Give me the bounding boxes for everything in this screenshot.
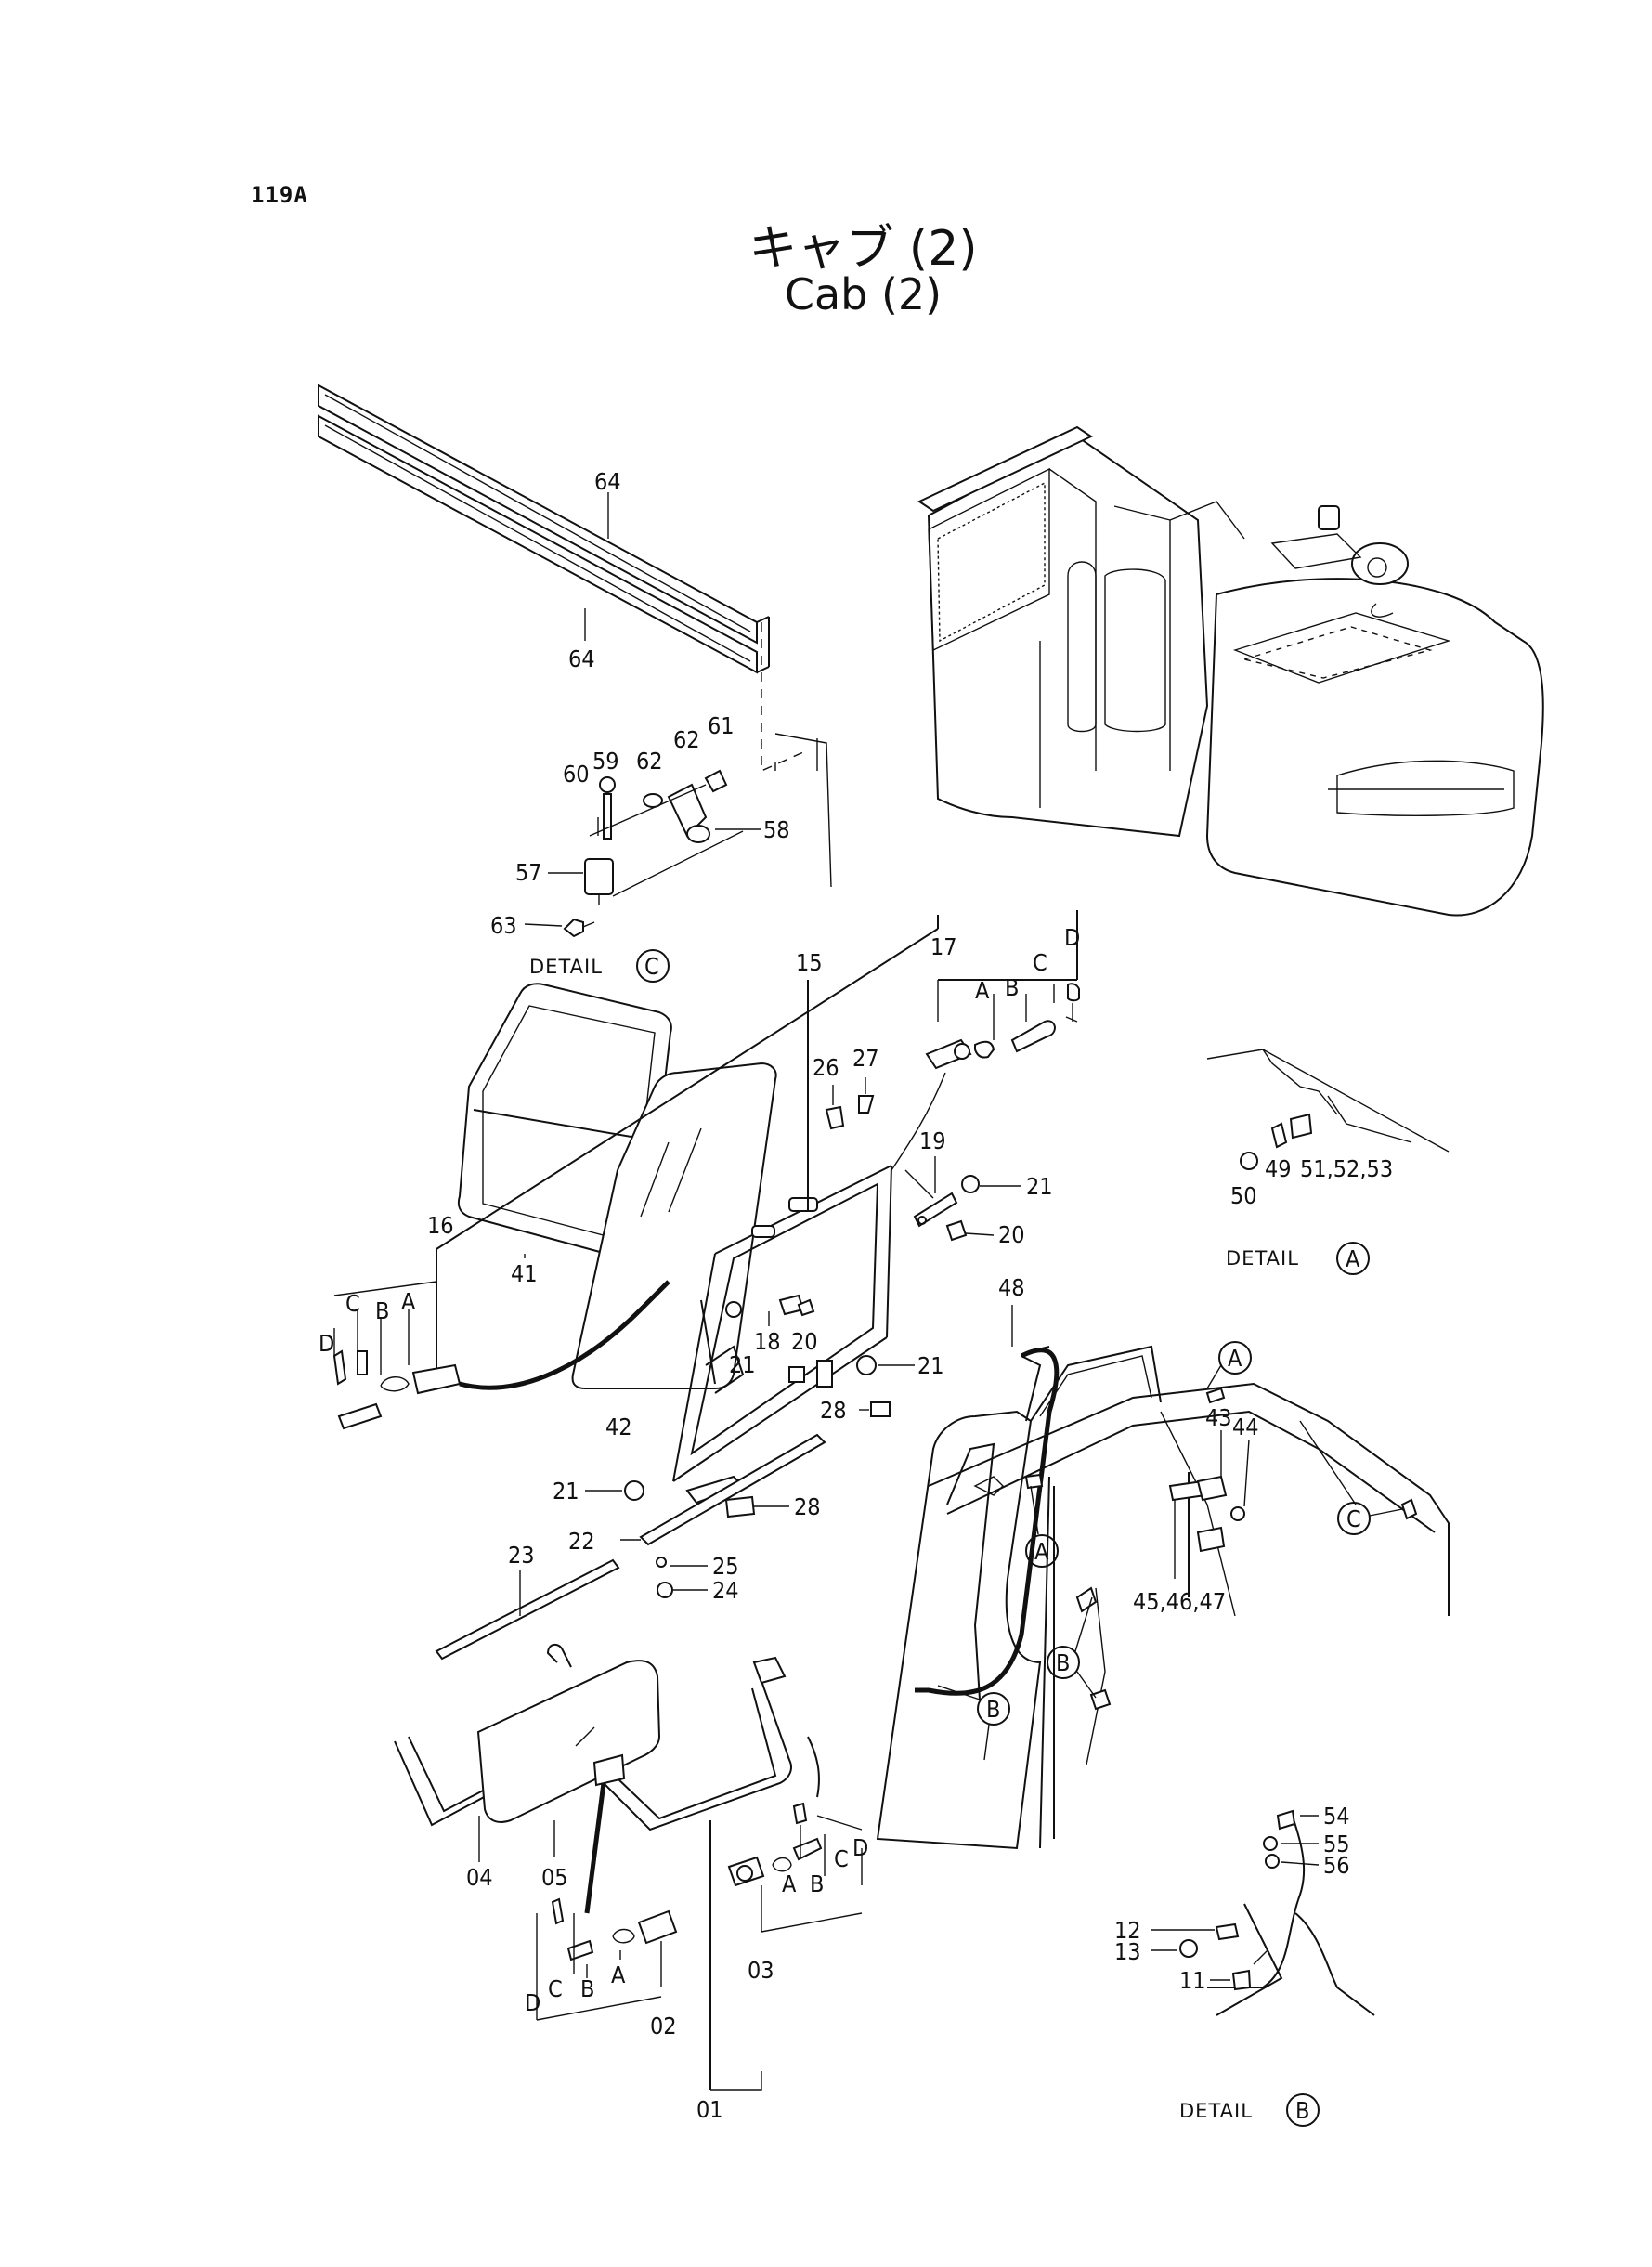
- callout-18: 18: [754, 1328, 781, 1355]
- callout-60: 60: [563, 761, 590, 788]
- latch-17-label-d: D: [1064, 924, 1080, 951]
- callout-13: 13: [1114, 1938, 1141, 1965]
- latch-17-label-a: A: [975, 977, 990, 1004]
- latch-part-16: [332, 1280, 670, 1430]
- title-japanese: キャブ (2): [748, 221, 978, 277]
- callout-61: 61: [708, 712, 735, 739]
- callout-15: 15: [796, 949, 823, 976]
- detail-a-marker-top: A: [1228, 1345, 1242, 1372]
- callout-56: 56: [1323, 1852, 1350, 1879]
- callout-41: 41: [511, 1260, 538, 1287]
- callout-28-lower: 28: [794, 1493, 821, 1520]
- callout-45-46-47: 45,46,47: [1133, 1588, 1226, 1615]
- callout-64-lower: 64: [568, 645, 595, 672]
- callout-16: 16: [427, 1212, 454, 1239]
- latch-03-label-c: C: [834, 1845, 849, 1872]
- latch-16-label-a: A: [401, 1288, 416, 1315]
- detail-b-parts: [1179, 1809, 1375, 2016]
- callout-04: 04: [466, 1864, 493, 1891]
- callout-21-upper: 21: [1026, 1173, 1053, 1200]
- latch-02-label-d: D: [525, 1989, 540, 2016]
- cab-structure: [928, 1345, 1450, 1849]
- callout-43: 43: [1205, 1404, 1232, 1431]
- latch-02-label-b: B: [580, 1975, 594, 2002]
- latch-16-label-c: C: [345, 1290, 360, 1317]
- latch-16-label-b: B: [375, 1297, 389, 1324]
- latch-part-17: [891, 983, 1080, 1171]
- excavator-overview: [917, 425, 1544, 917]
- callout-20-upper: 20: [998, 1221, 1025, 1248]
- callout-21-lower: 21: [553, 1478, 579, 1505]
- callout-54: 54: [1323, 1803, 1350, 1830]
- callout-49: 49: [1265, 1155, 1292, 1182]
- detail-a-label: DETAIL: [1226, 1247, 1299, 1270]
- callout-26: 26: [813, 1054, 839, 1081]
- latch-03-label-b: B: [810, 1870, 824, 1897]
- callout-42: 42: [605, 1414, 632, 1440]
- door-body-48: [876, 1346, 1060, 1850]
- glass-panel-42: [571, 1062, 777, 1389]
- glass-part-05: [476, 1643, 661, 1823]
- callout-25: 25: [712, 1553, 739, 1580]
- callout-58: 58: [763, 816, 790, 843]
- callout-03: 03: [748, 1957, 774, 1984]
- callout-21-center: 21: [729, 1351, 756, 1378]
- latch-17-label-c: C: [1033, 949, 1047, 976]
- callout-24: 24: [712, 1577, 739, 1604]
- callout-62-right: 62: [673, 726, 700, 753]
- callout-50: 50: [1230, 1182, 1257, 1209]
- detail-c-label: DETAIL: [529, 956, 603, 978]
- callout-64-upper: 64: [594, 468, 621, 495]
- callout-55: 55: [1323, 1831, 1350, 1857]
- callout-11: 11: [1179, 1967, 1206, 1994]
- callout-17: 17: [930, 933, 957, 960]
- callout-59: 59: [592, 748, 619, 775]
- callout-23: 23: [508, 1542, 535, 1569]
- latch-part-02: [551, 1897, 678, 1961]
- detail-b-marker-left: B: [986, 1696, 1000, 1723]
- detail-a-marker-door: A: [1034, 1538, 1049, 1565]
- latch-02-label-c: C: [548, 1975, 563, 2002]
- rail-part-64: [318, 384, 770, 674]
- detail-b-label: DETAIL: [1179, 2100, 1253, 2122]
- callout-62-left: 62: [636, 748, 663, 775]
- latch-part-03: [727, 1802, 823, 1887]
- latch-03-label-d: D: [852, 1834, 868, 1861]
- callout-63: 63: [490, 912, 517, 939]
- callout-12: 12: [1114, 1917, 1141, 1944]
- detail-a-circle: A: [1346, 1245, 1360, 1272]
- latch-02-label-a: A: [611, 1961, 626, 1988]
- rail-parts-22-23: [435, 1433, 826, 1661]
- callout-01: 01: [696, 2096, 723, 2123]
- detail-b-circle: B: [1295, 2097, 1309, 2124]
- callout-19: 19: [919, 1127, 946, 1154]
- detail-a-parts: [1206, 1049, 1450, 1170]
- latch-16-label-d: D: [319, 1330, 334, 1357]
- callout-22: 22: [568, 1528, 595, 1555]
- detail-c-marker-cab: C: [1346, 1505, 1361, 1532]
- callout-28-upper: 28: [820, 1397, 847, 1424]
- callout-27: 27: [852, 1045, 879, 1072]
- callout-57: 57: [515, 859, 542, 886]
- door-frame-15: [672, 1165, 892, 1505]
- latch-17-label-b: B: [1005, 974, 1019, 1001]
- detail-b-marker-right: B: [1056, 1649, 1070, 1676]
- detail-c-circle: C: [644, 953, 659, 980]
- title-english: Cab (2): [784, 269, 943, 319]
- callout-21-right: 21: [917, 1352, 944, 1379]
- callout-02: 02: [650, 2013, 677, 2039]
- frame-part-01: [584, 1656, 820, 1914]
- latch-03-label-a: A: [782, 1870, 797, 1897]
- detail-c-parts: [563, 769, 744, 938]
- callout-48: 48: [998, 1274, 1025, 1301]
- page-id: 119A: [251, 182, 308, 208]
- callout-51-52-53: 51,52,53: [1300, 1155, 1393, 1182]
- callout-05: 05: [541, 1864, 568, 1891]
- callout-20-center: 20: [791, 1328, 818, 1355]
- callout-44: 44: [1232, 1414, 1259, 1440]
